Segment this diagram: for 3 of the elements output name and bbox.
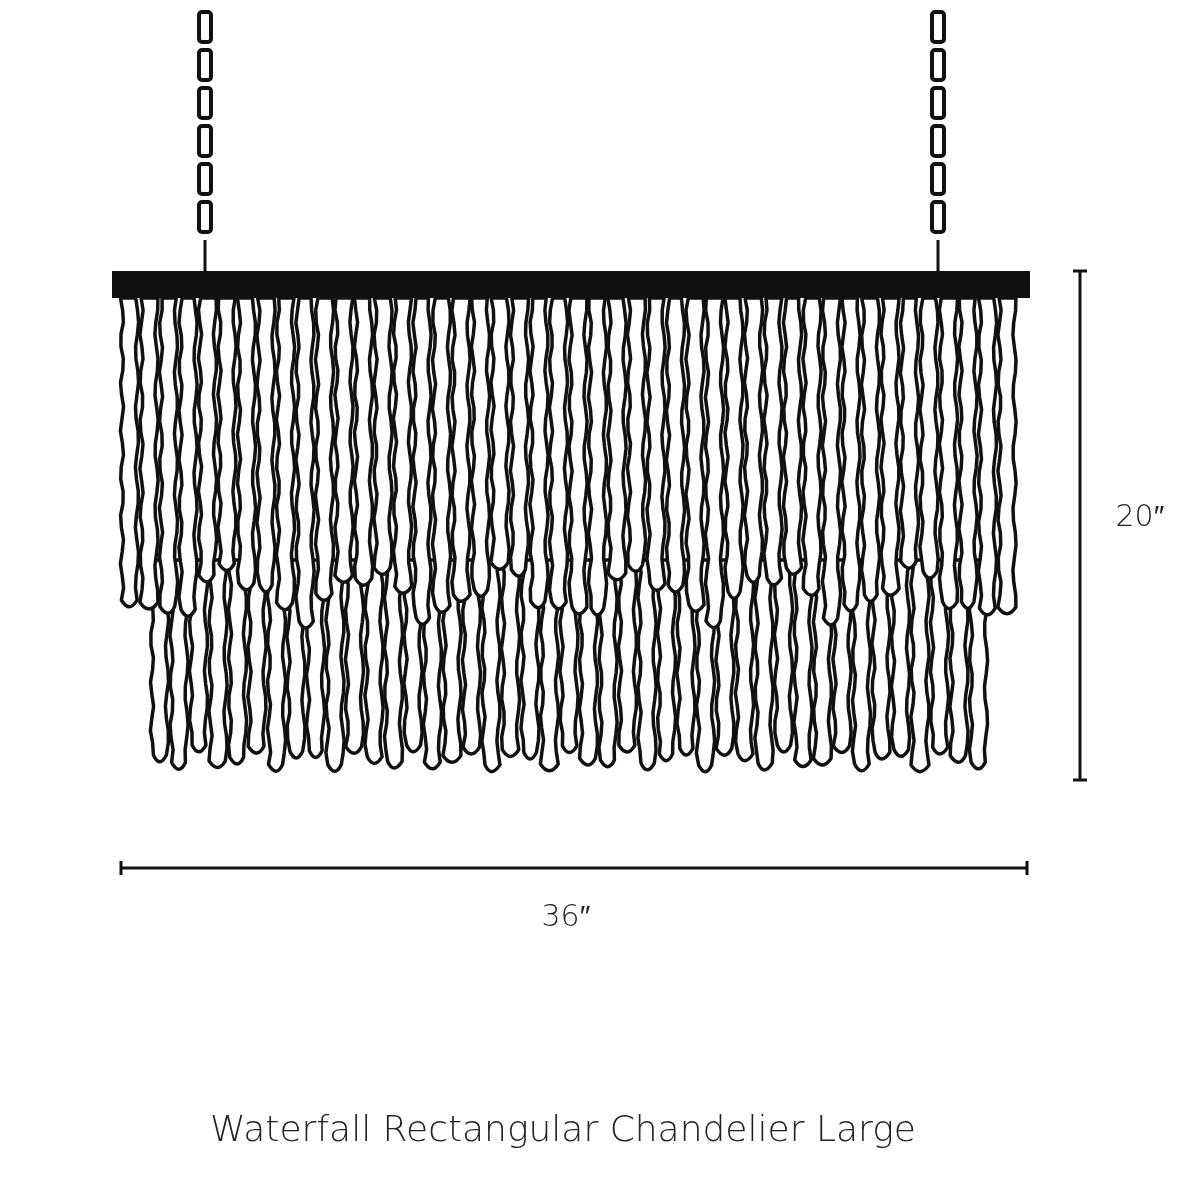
dimension-label: 36″ xyxy=(541,897,591,933)
caption: Waterfall Rectangular Chandelier Large xyxy=(210,1107,916,1149)
dimension-label: 20″ xyxy=(1115,497,1165,533)
